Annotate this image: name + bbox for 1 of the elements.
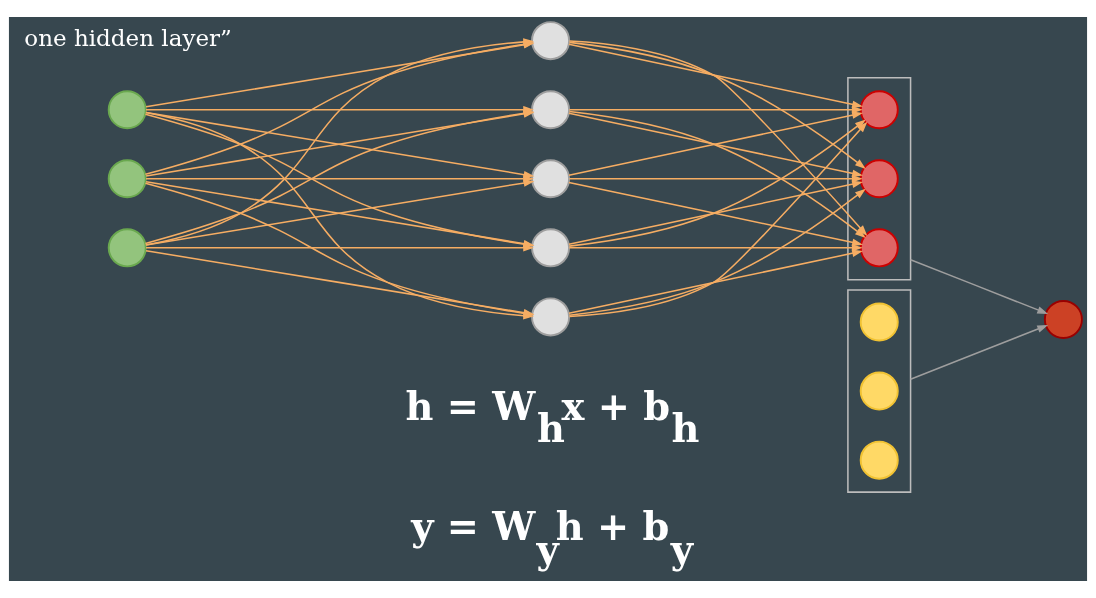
label: one hidden layer” xyxy=(24,25,232,52)
